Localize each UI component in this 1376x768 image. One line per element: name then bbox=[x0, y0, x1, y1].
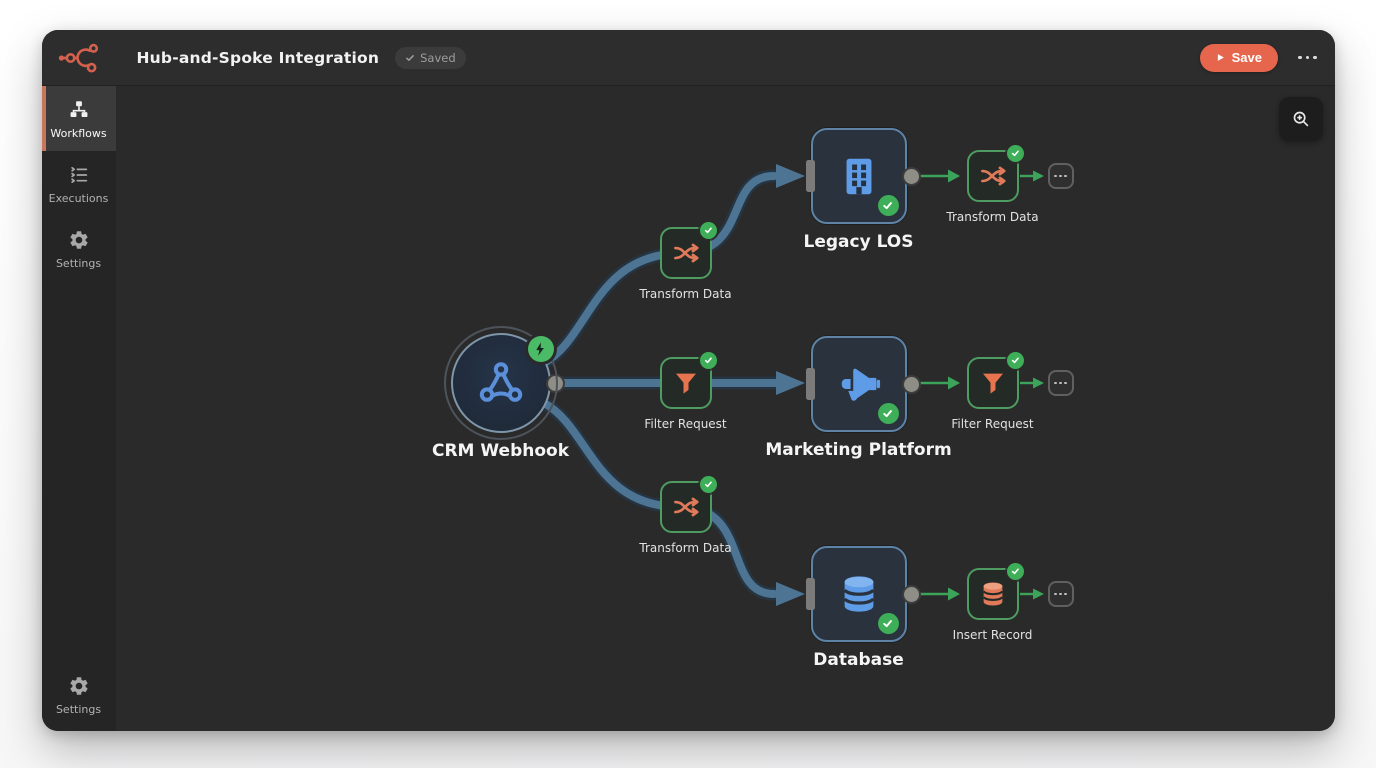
gear-icon bbox=[69, 231, 88, 249]
check-icon bbox=[883, 410, 893, 418]
sidebar-item-label: Settings bbox=[55, 257, 102, 270]
output-connector-dot[interactable] bbox=[545, 373, 565, 393]
node-label: Transform Data bbox=[639, 541, 732, 555]
output-connector-dot[interactable] bbox=[901, 584, 921, 604]
workflow-canvas[interactable]: CRM Webhook Transform Data bbox=[115, 86, 1335, 731]
saved-status-label: Saved bbox=[420, 50, 456, 65]
crm-webhook-node[interactable] bbox=[443, 326, 565, 440]
node-transform-data-top: Transform Data bbox=[639, 222, 732, 301]
transform-data-node[interactable] bbox=[966, 145, 1024, 202]
workflow-title: Hub-and-Spoke Integration bbox=[136, 48, 380, 67]
header-actions: Save bbox=[1199, 43, 1319, 72]
legacy-los-node[interactable] bbox=[805, 128, 921, 224]
node-transform-data-bottom: Transform Data bbox=[639, 476, 732, 555]
input-connector-handle[interactable] bbox=[805, 578, 815, 610]
check-icon bbox=[704, 357, 712, 364]
canvas-zoom-button[interactable] bbox=[1278, 97, 1323, 141]
node-crm-webhook: CRM Webhook bbox=[432, 326, 569, 461]
sidebar-item-workflows[interactable]: Workflows bbox=[41, 86, 116, 151]
node-label: Filter Request bbox=[951, 417, 1034, 431]
success-badge bbox=[877, 195, 899, 216]
building-icon bbox=[813, 130, 905, 222]
save-button[interactable]: Save bbox=[1199, 43, 1278, 72]
filter-request-node[interactable] bbox=[966, 352, 1024, 409]
funnel-icon bbox=[969, 359, 1017, 407]
transform-data-node[interactable] bbox=[659, 476, 717, 533]
insert-record-node[interactable] bbox=[966, 563, 1024, 620]
bolt-icon bbox=[536, 342, 545, 356]
sidebar: Workflows Executions Settings Settings bbox=[41, 86, 116, 731]
success-badge bbox=[699, 352, 717, 369]
node-filter-request-after-marketing: Filter Request bbox=[951, 352, 1034, 431]
transform-data-node[interactable] bbox=[659, 222, 717, 279]
input-connector-handle[interactable] bbox=[805, 160, 815, 192]
database-node[interactable] bbox=[805, 546, 921, 642]
check-icon bbox=[1011, 150, 1019, 157]
check-icon bbox=[406, 54, 414, 61]
shuffle-icon bbox=[662, 483, 710, 531]
check-icon bbox=[1011, 357, 1019, 364]
output-connector-dot[interactable] bbox=[901, 374, 921, 394]
sidebar-item-executions[interactable]: Executions bbox=[42, 151, 116, 216]
gear-icon bbox=[69, 677, 88, 695]
node-label: Database bbox=[813, 650, 904, 670]
app-window: Hub-and-Spoke Integration Saved Save bbox=[41, 30, 1335, 731]
node-legacy-los: Legacy LOS bbox=[803, 128, 921, 252]
sidebar-item-label: Workflows bbox=[50, 127, 107, 140]
next-step-placeholder[interactable] bbox=[1047, 370, 1074, 396]
more-options-button[interactable] bbox=[1296, 50, 1319, 66]
success-badge bbox=[877, 613, 899, 634]
check-icon bbox=[704, 227, 712, 234]
output-connector-dot[interactable] bbox=[901, 166, 921, 186]
node-insert-record: Insert Record bbox=[953, 563, 1032, 642]
check-icon bbox=[704, 481, 712, 488]
success-badge bbox=[1006, 145, 1024, 162]
node-label: Transform Data bbox=[639, 287, 732, 301]
magnifier-zoom-icon bbox=[1293, 111, 1308, 127]
marketing-platform-node[interactable] bbox=[805, 336, 921, 432]
node-label: CRM Webhook bbox=[431, 441, 570, 461]
sidebar-item-label: Executions bbox=[48, 192, 109, 205]
header: Hub-and-Spoke Integration Saved Save bbox=[41, 30, 1335, 86]
input-connector-handle[interactable] bbox=[805, 368, 815, 400]
saved-status-badge: Saved bbox=[395, 46, 466, 69]
success-badge bbox=[877, 403, 899, 424]
check-icon bbox=[1011, 568, 1019, 575]
check-icon bbox=[883, 620, 893, 628]
play-icon bbox=[1217, 54, 1224, 61]
node-marketing-platform: Marketing Platform bbox=[765, 336, 952, 460]
node-filter-request-mid: Filter Request bbox=[644, 352, 727, 431]
funnel-icon bbox=[662, 359, 710, 407]
node-database: Database bbox=[805, 546, 921, 670]
node-label: Legacy LOS bbox=[803, 232, 914, 252]
node-label: Insert Record bbox=[952, 628, 1033, 642]
node-label: Marketing Platform bbox=[765, 440, 952, 460]
shuffle-icon bbox=[662, 229, 710, 277]
shuffle-icon bbox=[969, 152, 1017, 200]
next-step-placeholder[interactable] bbox=[1047, 581, 1074, 607]
sidebar-item-label: Settings bbox=[55, 703, 102, 716]
success-badge bbox=[1006, 352, 1024, 369]
executions-icon bbox=[70, 166, 87, 184]
megaphone-icon bbox=[813, 338, 905, 430]
save-button-label: Save bbox=[1231, 50, 1262, 65]
check-icon bbox=[883, 202, 893, 210]
next-step-placeholder[interactable] bbox=[1047, 163, 1074, 189]
trigger-bolt-badge bbox=[527, 336, 554, 362]
node-transform-data-after-los: Transform Data bbox=[946, 145, 1039, 224]
app-logo-icon bbox=[58, 43, 98, 73]
database-icon bbox=[813, 548, 905, 640]
node-label: Filter Request bbox=[644, 417, 727, 431]
workflows-icon bbox=[70, 101, 87, 118]
node-label: Transform Data bbox=[946, 210, 1039, 224]
workflow-connections bbox=[537, 164, 1044, 606]
webhook-icon bbox=[453, 335, 549, 431]
filter-request-node[interactable] bbox=[659, 352, 717, 409]
sidebar-item-settings-bottom[interactable]: Settings bbox=[42, 662, 116, 727]
sidebar-item-settings[interactable]: Settings bbox=[42, 216, 116, 281]
database-insert-icon bbox=[969, 570, 1017, 618]
success-badge bbox=[699, 222, 717, 239]
success-badge bbox=[1006, 563, 1024, 580]
success-badge bbox=[699, 476, 717, 493]
